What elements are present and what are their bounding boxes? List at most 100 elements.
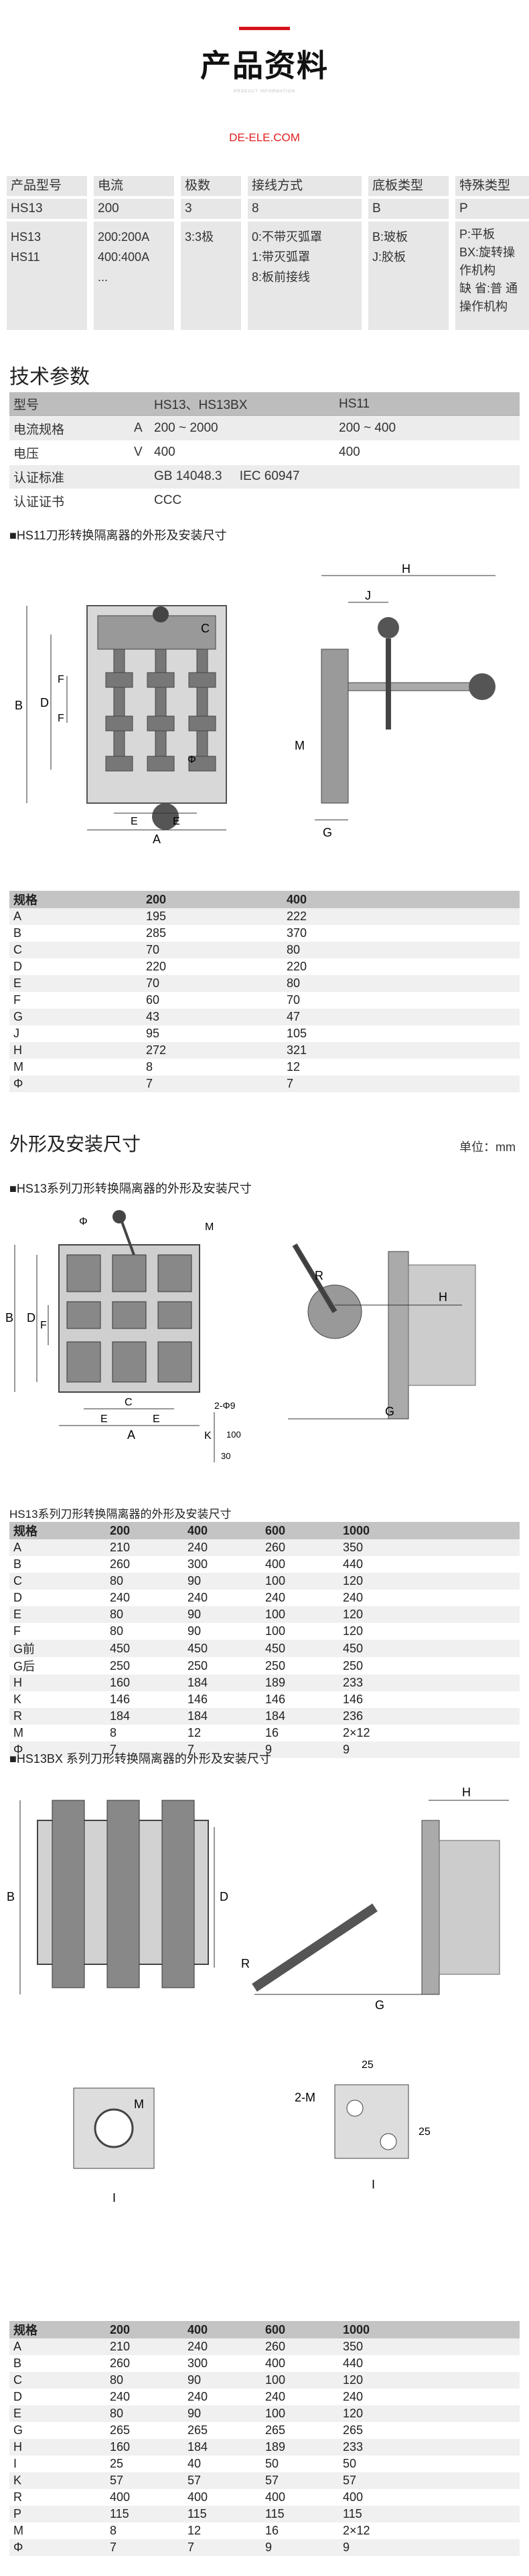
table-cell: A bbox=[9, 1539, 106, 1556]
hs13-label-100: 100 bbox=[226, 1430, 241, 1440]
table-cell: G bbox=[9, 2422, 106, 2439]
title-accent-bar bbox=[239, 27, 290, 30]
table-cell: 80 bbox=[106, 1573, 183, 1590]
table-cell: M bbox=[9, 1725, 106, 1741]
table-cell: R bbox=[9, 2489, 106, 2506]
table-cell: 7 bbox=[106, 1741, 183, 1758]
table-cell: 100 bbox=[261, 2405, 339, 2422]
special-option: 操作机构 bbox=[459, 300, 508, 313]
poles-col-head: 极数 bbox=[181, 176, 241, 196]
table-cell: F bbox=[9, 1623, 106, 1640]
table-cell: 105 bbox=[283, 1025, 520, 1042]
table-cell: 80 bbox=[283, 975, 520, 992]
table-cell: 210 bbox=[106, 1539, 183, 1556]
table-cell: 450 bbox=[339, 1640, 520, 1657]
cell: HS11 bbox=[335, 392, 520, 417]
current-col: 电流 200 200:200A 400:400A ... bbox=[94, 176, 174, 330]
hs13bx-label-g: G bbox=[375, 1998, 384, 2012]
table-cell: M bbox=[9, 1059, 142, 1076]
table-cell: 440 bbox=[339, 1556, 520, 1573]
table-cell: A bbox=[9, 908, 142, 925]
table-cell: Φ bbox=[9, 1076, 142, 1092]
table-cell: 220 bbox=[283, 958, 520, 975]
table-row: 认证标准 GB 14048.3 IEC 60947 bbox=[9, 464, 520, 489]
table-cell: 300 bbox=[183, 1556, 261, 1573]
special-option: BX:旋转操 bbox=[459, 246, 516, 259]
cell: HS13、HS13BX bbox=[150, 392, 335, 417]
table-cell: 200 bbox=[142, 891, 283, 908]
special-col: 特殊类型 P P:平板 BX:旋转操 作机构 缺 省:普 通 操作机构 bbox=[455, 176, 529, 330]
table-cell: 9 bbox=[339, 1741, 520, 1758]
table-cell: 7 bbox=[183, 2539, 261, 2556]
hs13bx-side-contacts bbox=[439, 1840, 500, 1975]
site-link[interactable]: DE-ELE.COM bbox=[229, 131, 300, 144]
base-col-value: B bbox=[368, 199, 449, 219]
table-cell: 200 bbox=[106, 2321, 183, 2338]
table-cell: A bbox=[9, 2338, 106, 2355]
hs13bx-diagram: B D H R G M I 2-M 25 25 I bbox=[7, 1786, 509, 2205]
hs13-label-e2: E bbox=[153, 1413, 160, 1425]
base-col: 底板类型 B B:玻板 J:胶板 bbox=[368, 176, 449, 330]
base-col-options: B:玻板 J:胶板 bbox=[368, 222, 449, 330]
table-cell: 450 bbox=[183, 1640, 261, 1657]
table-cell: 7 bbox=[283, 1076, 520, 1092]
table-cell: 120 bbox=[339, 1606, 520, 1623]
hs13-side-contacts bbox=[408, 1264, 476, 1386]
table-cell: 115 bbox=[183, 2506, 261, 2522]
unit-label: 单位：mm bbox=[459, 1140, 516, 1154]
hs11-label-f2: F bbox=[58, 713, 64, 724]
table-cell: 233 bbox=[339, 1675, 520, 1691]
cell: 型号 bbox=[9, 392, 130, 417]
table-cell: 350 bbox=[339, 2338, 520, 2355]
table-cell: 120 bbox=[339, 1623, 520, 1640]
table-cell: 12 bbox=[183, 2522, 261, 2539]
special-option: 作机构 bbox=[459, 264, 496, 277]
table-cell: 80 bbox=[106, 1606, 183, 1623]
table-cell: E bbox=[9, 1606, 106, 1623]
table-cell: 600 bbox=[261, 1522, 339, 1539]
hs11-label-d: D bbox=[40, 696, 49, 709]
table-cell: 80 bbox=[106, 2405, 183, 2422]
table-cell: 184 bbox=[183, 2439, 261, 2456]
hs13bx-side-plate bbox=[421, 1820, 440, 1995]
hs11-caption: ■HS11刀形转换隔离器的外形及安装尺寸 bbox=[9, 529, 227, 542]
table-cell: 260 bbox=[106, 2355, 183, 2372]
table-cell: C bbox=[9, 942, 142, 958]
cell: CCC bbox=[150, 489, 520, 513]
table-row: 型号 HS13、HS13BX HS11 bbox=[9, 392, 520, 417]
current-option: 400:400A bbox=[98, 250, 150, 264]
table-cell: 100 bbox=[261, 1606, 339, 1623]
hs13-label-g: G bbox=[385, 1405, 394, 1418]
table-cell: 240 bbox=[183, 1590, 261, 1606]
hs13-diagram: B D F Φ M C E E A 2-Φ9 100 30 K R H G bbox=[5, 1210, 476, 1462]
current-option: 200:200A bbox=[98, 230, 150, 244]
hs11-label-j: J bbox=[365, 589, 371, 602]
table-cell: 120 bbox=[339, 2405, 520, 2422]
table-cell: 70 bbox=[283, 992, 520, 1009]
table-cell: 400 bbox=[261, 2355, 339, 2372]
special-col-options: P:平板 BX:旋转操 作机构 缺 省:普 通 操作机构 bbox=[455, 222, 529, 330]
hs13-label-c: C bbox=[125, 1397, 133, 1408]
table-cell: 400 bbox=[339, 2489, 520, 2506]
table-cell: C bbox=[9, 1573, 106, 1590]
table-cell: 160 bbox=[106, 1675, 183, 1691]
table-cell: 9 bbox=[261, 2539, 339, 2556]
table-cell: 80 bbox=[106, 2372, 183, 2389]
cell: GB 14048.3 IEC 60947 bbox=[150, 464, 520, 489]
table-cell: 240 bbox=[183, 1539, 261, 1556]
